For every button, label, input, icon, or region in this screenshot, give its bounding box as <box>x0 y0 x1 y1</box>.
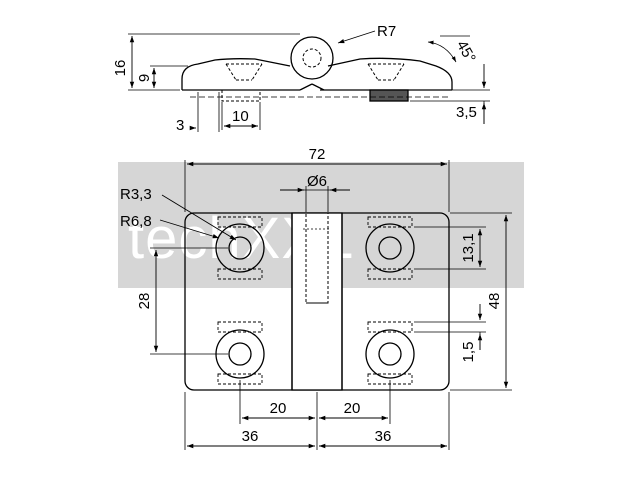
dim-radius-hole: R3,3 <box>120 186 152 203</box>
dim-pin-depth: 3 <box>176 117 184 134</box>
side-knuckle <box>290 36 334 80</box>
side-countersink-right <box>367 63 405 81</box>
dim-half-width-right: 36 <box>375 428 392 445</box>
side-right-leaf <box>327 57 453 90</box>
dim-pin-width: 10 <box>232 108 249 125</box>
side-left-leaf <box>181 58 291 90</box>
side-countersink-left <box>225 63 263 81</box>
side-knuckle-bore <box>302 48 322 68</box>
side-pin-right <box>369 89 409 102</box>
dim-pin-offset-upper: 13,1 <box>460 233 477 262</box>
dim-knuckle-diameter: Ø6 <box>307 173 327 190</box>
dim-radius-knuckle: R7 <box>377 23 396 40</box>
top-view <box>150 160 512 450</box>
hole-top-right <box>365 223 415 273</box>
dim-hole-pitch-vertical: 28 <box>136 293 153 310</box>
dim-hole-offset-left: 20 <box>270 400 287 417</box>
dim-chamfer-angle: 45° <box>453 38 479 66</box>
hole-bottom-right <box>365 329 415 379</box>
side-view <box>128 30 490 132</box>
dim-width-total: 72 <box>309 146 326 163</box>
dim-hole-offset-right: 20 <box>344 400 361 417</box>
side-pin-left <box>221 89 261 102</box>
dim-height-total-top: 48 <box>486 293 503 310</box>
top-pin-pockets <box>217 216 413 385</box>
dim-height-leaf: 9 <box>136 74 153 82</box>
dim-half-width-left: 36 <box>242 428 259 445</box>
dim-pin-offset-lower: 1,5 <box>460 342 477 363</box>
dim-height-total: 16 <box>112 60 129 77</box>
top-knuckle <box>291 212 343 391</box>
dim-radius-boss: R6,8 <box>120 213 152 230</box>
dim-pin-height: 3,5 <box>456 104 477 121</box>
